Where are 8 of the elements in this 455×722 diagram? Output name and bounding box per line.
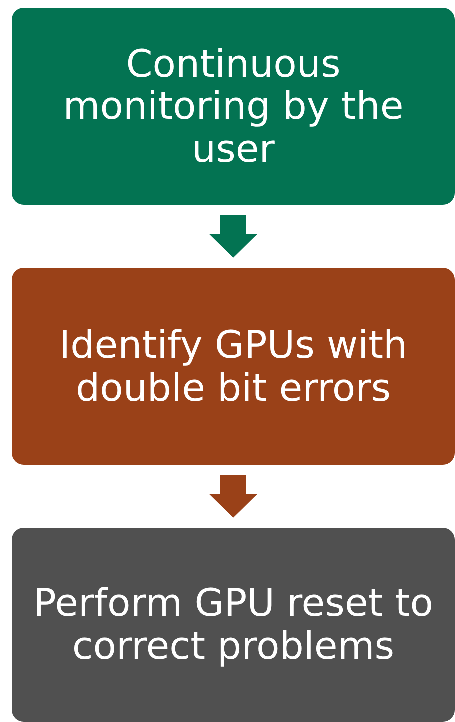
box-label: Continuous monitoring by the user — [62, 42, 405, 170]
process-box — [12, 528, 455, 722]
process-box — [12, 268, 455, 465]
box-label: Perform GPU reset to correct problems — [32, 582, 434, 668]
down-arrow — [210, 215, 258, 258]
down-arrow — [210, 475, 258, 518]
process-box — [12, 8, 455, 205]
box-label: Identify GPUs with double bit errors — [58, 324, 409, 410]
